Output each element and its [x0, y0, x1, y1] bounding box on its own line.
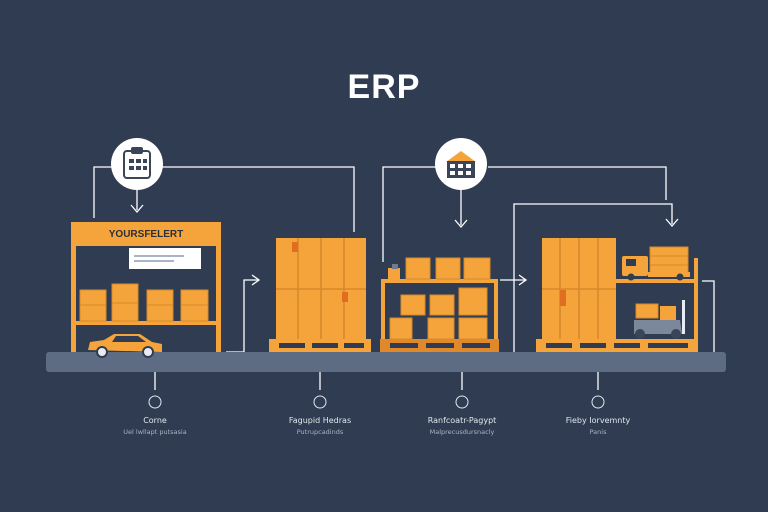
info-icon-3: [455, 395, 469, 409]
step-4-title: Fieby Iorvemnty: [565, 416, 631, 425]
store-screen: [129, 248, 201, 269]
step-1-title: Corne: [143, 416, 167, 425]
connector-warehouse-left: [382, 166, 436, 262]
info-icon-2: [313, 395, 327, 409]
middle-shelf: [380, 257, 499, 352]
pallet-stack-2: [536, 238, 698, 352]
connector-warehouse-right: [488, 166, 667, 200]
connector-upper-right: [513, 203, 673, 352]
store-sign: YOURSFELERT: [108, 229, 184, 240]
info-icon: [148, 395, 162, 409]
step-2-subtitle: Putrupcadinds: [296, 428, 344, 436]
truck-icon: [622, 256, 690, 281]
car-icon: [88, 334, 162, 358]
connector-store-pallet: [226, 279, 258, 353]
step-1-subtitle: Uel lwllapt putsasia: [123, 428, 187, 436]
warehouse-icon[interactable]: [435, 138, 487, 190]
step-4-subtitle: Panis: [589, 428, 607, 436]
step-3-subtitle: Malprecusdursnacly: [429, 428, 495, 436]
page-title: ERP: [347, 68, 421, 106]
platform-bar: [46, 352, 726, 372]
store-sign-board: [71, 222, 221, 246]
step-markers: [148, 395, 605, 409]
arrowhead-store-pallet: [251, 274, 261, 286]
connector-far-right: [702, 280, 715, 352]
info-icon-4: [591, 395, 605, 409]
arrowhead-upper-right: [665, 218, 679, 227]
pallet-stack-1: [269, 238, 371, 352]
arrowhead-clipboard-down: [130, 204, 144, 213]
step-2-title: Fagupid Hedras: [288, 416, 352, 425]
connector-clipboard-left: [93, 166, 112, 218]
arrowhead-shelf-right: [518, 274, 528, 286]
arrowhead-warehouse-down: [454, 219, 468, 228]
step-3-title: Ranfcoatr-Pagypt: [427, 416, 497, 425]
clipboard-icon[interactable]: [111, 138, 163, 190]
connector-clipboard-right: [162, 166, 355, 232]
connector-lines: [93, 166, 715, 390]
forklift-icon: [634, 300, 685, 339]
store-shelf: [71, 222, 221, 352]
